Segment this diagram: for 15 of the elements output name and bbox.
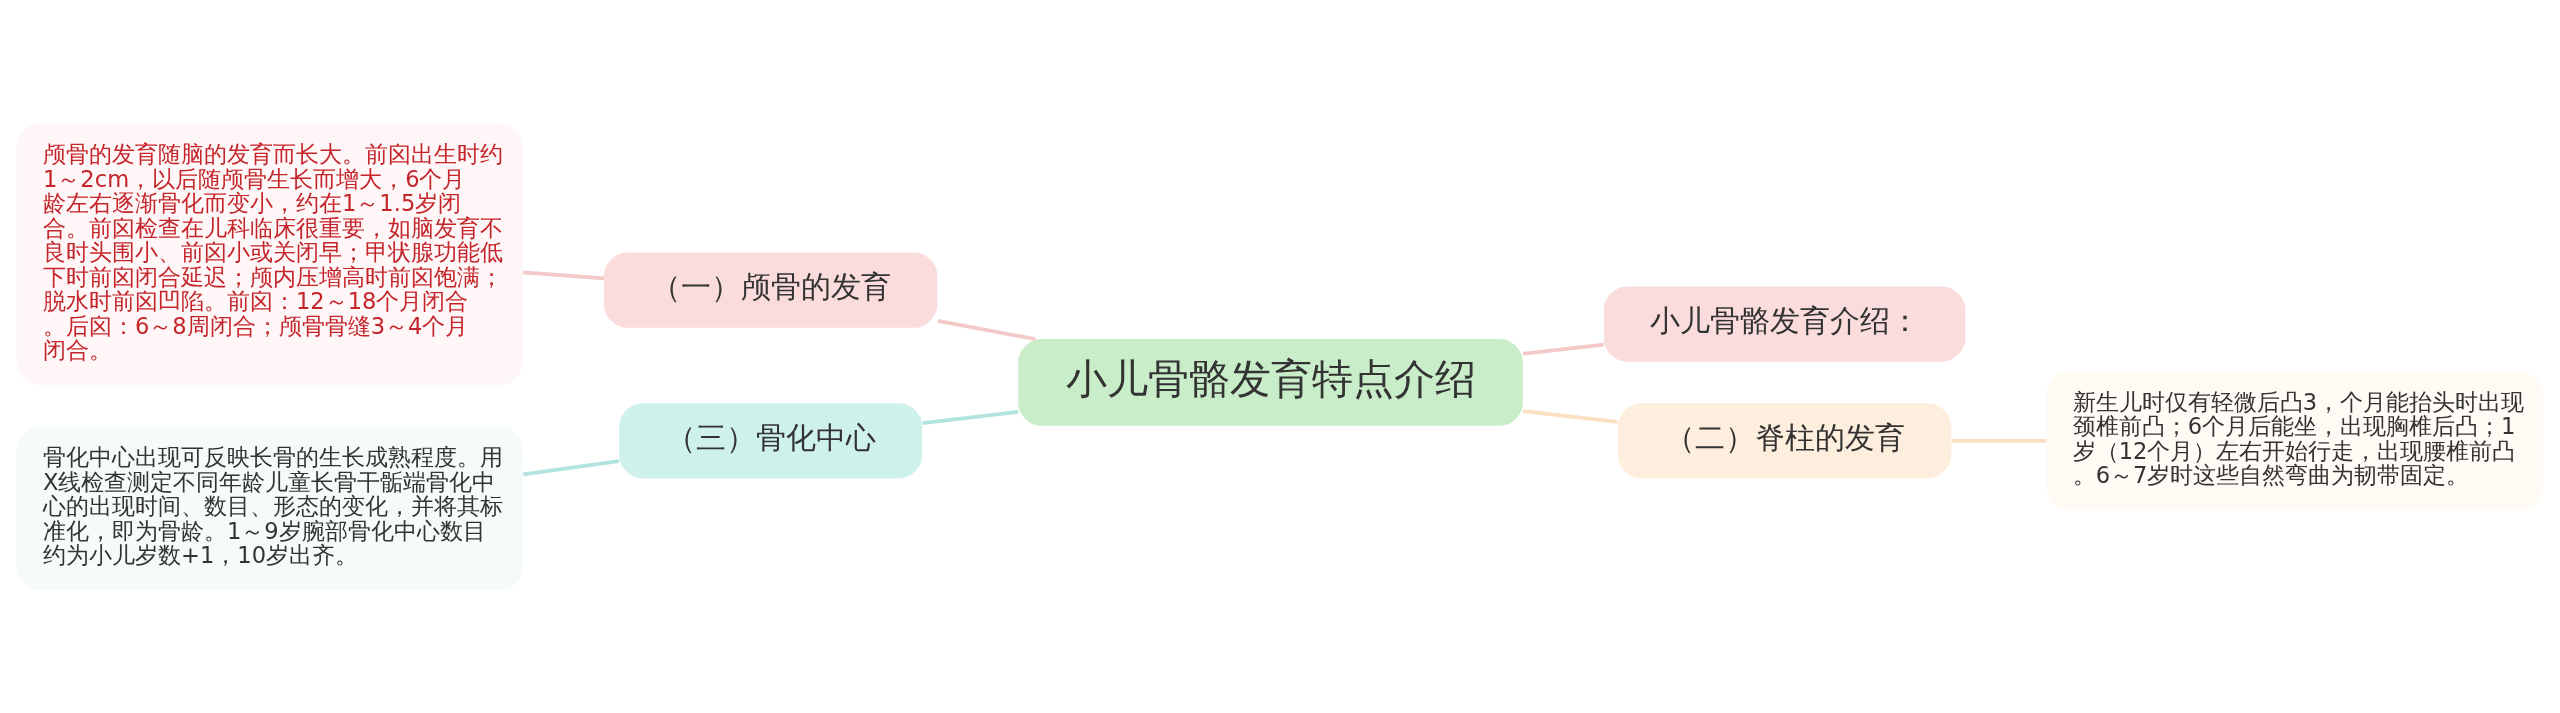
- node-box: （二）脊柱的发育: [1617, 402, 1952, 478]
- node-box: （三）骨化中心: [619, 402, 923, 478]
- connector: [1951, 438, 2047, 443]
- connector: [922, 409, 1019, 425]
- connector: [523, 270, 605, 280]
- connector: [522, 458, 620, 476]
- node-box: 骨化中心出现可反映长骨的生长成熟程度。用X线检查测定不同年龄儿童长骨干骺端骨化中心的出现时间、数目、形态的变化，并将其标准化，即为骨龄。1～9岁腕部骨化中心数目约为小儿岁数+1，10岁出齐。: [16, 426, 524, 590]
- node-box: 新生儿时仅有轻微后凸3，个月能抬头时出现颈椎前凸；6个月后能坐，出现胸椎后凸；1岁（12个月）左右开始行走，出现腰椎前凸。6～7岁时这些自然弯曲为韧带固定。: [2046, 370, 2544, 510]
- node-box: 小儿骨骼发育特点介绍: [1018, 338, 1523, 426]
- node-box: 颅骨的发育随脑的发育而长大。前囟出生时约1～2cm，以后随颅骨生长而增大，6个月龄左右逐渐骨化而变小，约在1～1.5岁闭合。前囟检查在儿科临床很重要，如脑发育不良时头围小、前囟小或关闭早；甲状腺功能低下时前囟闭合延迟；颅内压增高时前囟饱满；脱水时前囟凹陷。前囟：12～18个月闭合。后囟：6～8周闭合；颅骨骨缝3～4个月闭合。: [16, 123, 524, 385]
- connector: [937, 318, 1036, 341]
- connector: [1522, 342, 1604, 356]
- node-box: 小儿骨骼发育介绍：: [1603, 285, 1966, 362]
- connector: [1522, 408, 1618, 424]
- node-box: （一）颅骨的发育: [604, 252, 938, 328]
